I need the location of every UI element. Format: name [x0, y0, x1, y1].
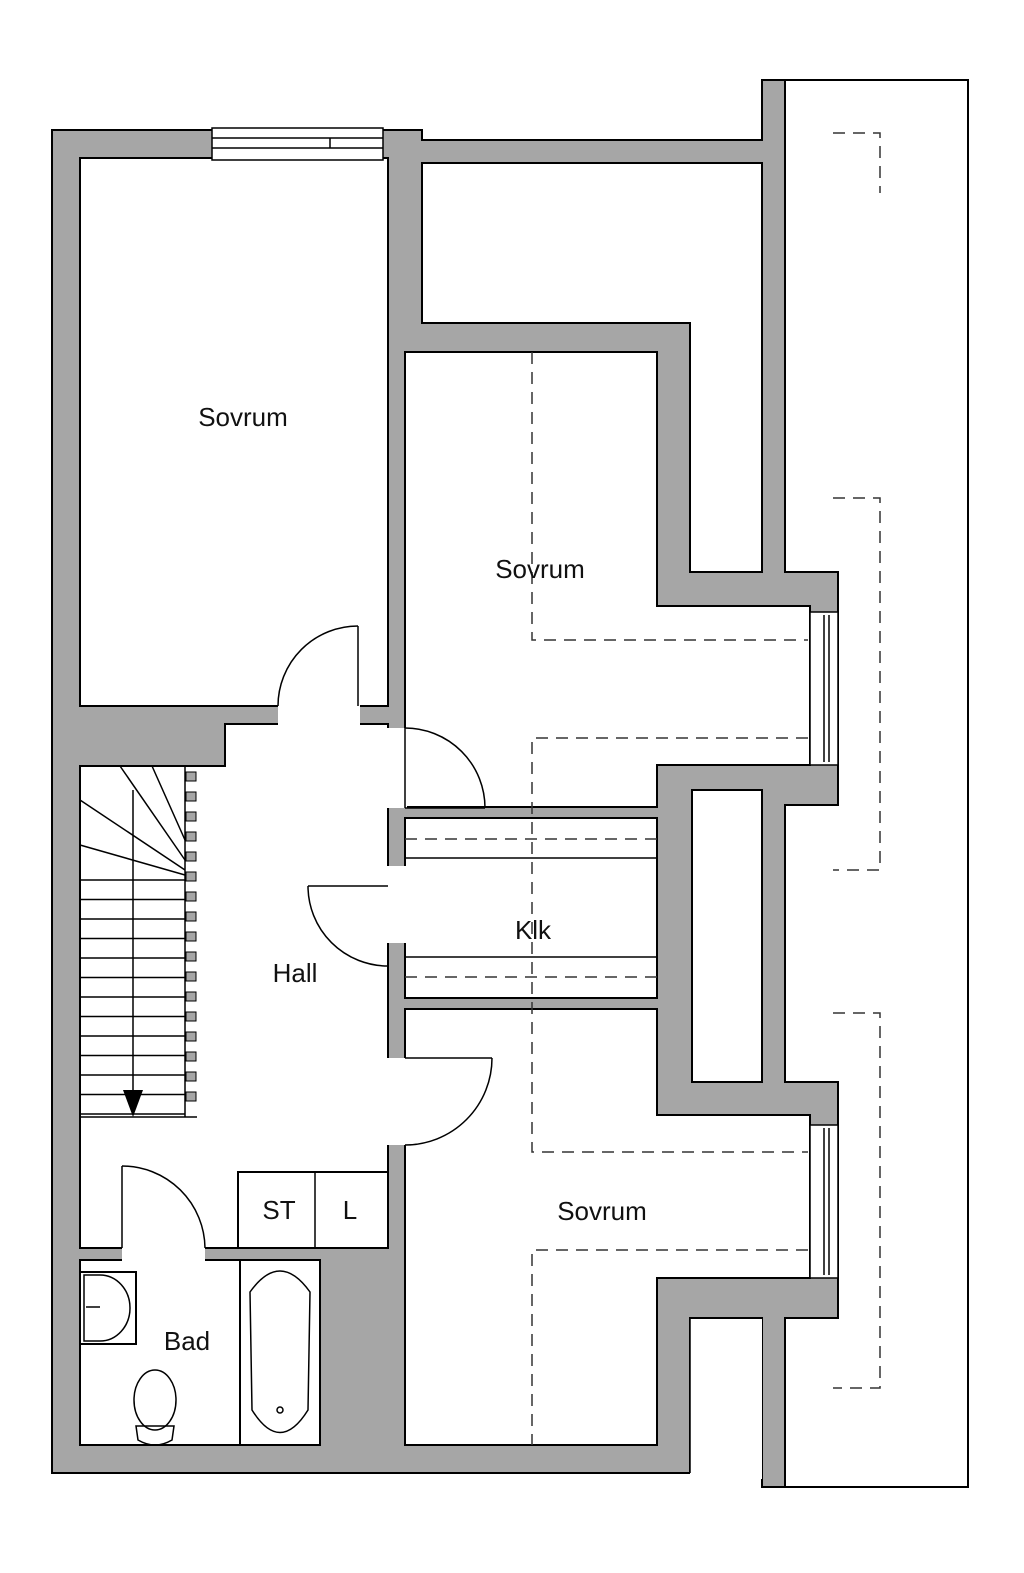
storage-cabinets: [237, 1171, 389, 1249]
stair-baluster: [185, 851, 197, 862]
stair-baluster: [185, 831, 197, 842]
stair-baluster: [185, 811, 197, 822]
outside-gap: [690, 1319, 762, 1479]
door-opening-closet: [386, 866, 407, 943]
stair-direction-arrow-icon: [123, 1090, 143, 1117]
room-bedroom-top-left: [79, 157, 389, 707]
window-top: [211, 127, 384, 161]
closet-shelves: [405, 838, 657, 978]
door-opening-bedroom-middle: [386, 728, 407, 808]
door-bedroom-middle[interactable]: [404, 727, 486, 809]
stair-baluster: [185, 911, 197, 922]
staircase: [79, 765, 197, 1118]
stair-baluster: [185, 1011, 197, 1022]
label-linen: L: [343, 1195, 357, 1225]
label-hall: Hall: [273, 958, 318, 988]
stair-baluster: [185, 891, 197, 902]
door-bedroom-bottom[interactable]: [404, 1057, 493, 1146]
label-bedroom-bottom: Sovrum: [557, 1196, 647, 1226]
door-opening-bathroom: [122, 1246, 205, 1262]
door-closet[interactable]: [307, 885, 389, 967]
window-bedroom-middle: [809, 611, 839, 766]
toilet-icon: [133, 1369, 177, 1446]
room-walk-in-closet: [404, 817, 658, 999]
window-bedroom-bottom: [809, 1124, 839, 1279]
door-opening-bedroom-top: [278, 704, 360, 726]
stair-baluster: [185, 991, 197, 1002]
sink-icon: [79, 1271, 137, 1345]
stair-baluster: [185, 1091, 197, 1102]
room-side-storage: [691, 789, 763, 1083]
stair-baluster: [185, 971, 197, 982]
stair-baluster: [185, 871, 197, 882]
door-bedroom-top[interactable]: [277, 625, 359, 707]
stair-baluster: [185, 1071, 197, 1082]
label-bedroom-middle: Sovrum: [495, 554, 585, 584]
stair-baluster: [185, 791, 197, 802]
stair-baluster: [185, 951, 197, 962]
door-bathroom[interactable]: [121, 1165, 206, 1249]
label-bathroom: Bad: [164, 1326, 210, 1356]
stair-baluster: [185, 771, 197, 782]
label-bedroom-top-left: Sovrum: [198, 402, 288, 432]
door-opening-bedroom-bottom: [386, 1058, 407, 1145]
stair-baluster: [185, 1031, 197, 1042]
stair-baluster: [185, 1051, 197, 1062]
bathtub-icon: [239, 1259, 321, 1446]
stair-baluster: [185, 931, 197, 942]
label-walk-in-closet: Klk: [515, 915, 552, 945]
room-attic-space: [421, 162, 763, 573]
ceiling-slope-lines: [531, 132, 881, 1445]
room-hall: [79, 723, 389, 1249]
label-storage: ST: [262, 1195, 295, 1225]
